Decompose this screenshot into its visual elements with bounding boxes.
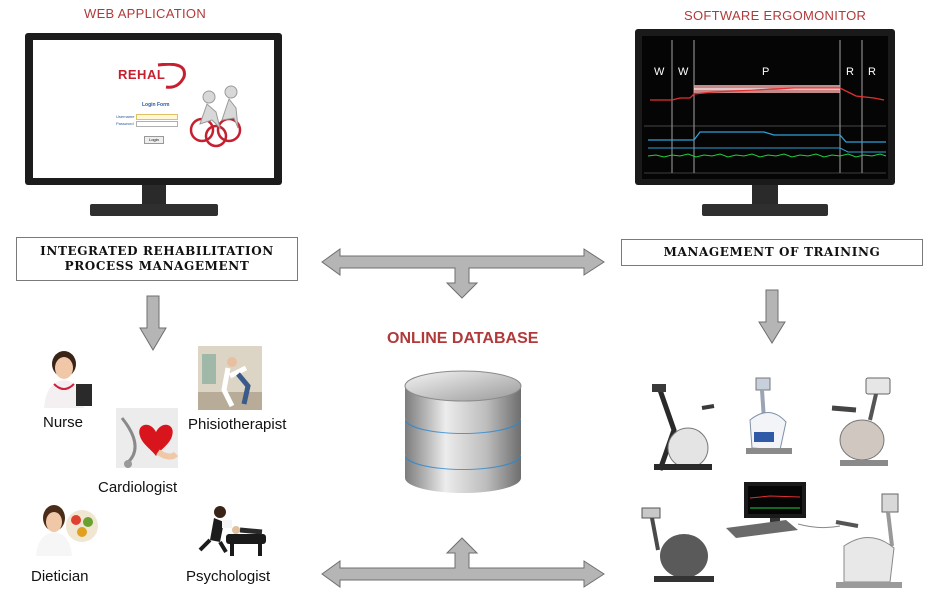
blue-series-line <box>648 131 886 143</box>
phase-label: R <box>868 66 876 78</box>
role-dietician: Dietician <box>31 568 89 585</box>
training-equipment <box>630 360 930 600</box>
ergomonitor-heading: SOFTWARE ERGOMONITOR <box>684 8 867 23</box>
web-app-monitor <box>24 32 284 220</box>
login-button[interactable]: Login <box>144 136 164 144</box>
green-series-line <box>647 153 887 158</box>
right-down-arrow <box>758 289 786 344</box>
left-down-arrow <box>139 295 167 351</box>
bottom-double-arrow <box>321 537 605 588</box>
exercise-bike-2 <box>746 377 792 454</box>
role-cardiologist: Cardiologist <box>98 479 178 496</box>
rehal-logo: REHAL <box>118 62 194 91</box>
physiotherapist-photo <box>198 346 262 410</box>
login-form-title: Login Form <box>142 102 170 108</box>
phase-label: P <box>762 66 770 78</box>
cardiologist-photo <box>116 408 179 468</box>
exercise-bike-5 <box>835 493 902 588</box>
web-app-heading: WEB APPLICATION <box>84 6 207 21</box>
phase-label: W <box>678 66 689 78</box>
phase-label: R <box>846 66 854 78</box>
exercise-bike-4 <box>641 507 714 582</box>
login-form: Login Form Username Password Login <box>112 102 184 150</box>
phase-label: W <box>654 66 665 78</box>
psychologist-photo <box>196 500 268 558</box>
dietician-photo <box>34 502 100 556</box>
online-database-title: ONLINE DATABASE <box>387 330 539 347</box>
heart-rate-line <box>650 87 885 101</box>
exercise-bike-3 <box>831 377 891 466</box>
role-nurse: Nurse <box>43 414 84 431</box>
training-management-box: MANAGEMENT OF TRAINING <box>621 239 923 266</box>
ergomonitor-monitor: W W P R R <box>634 28 896 220</box>
role-psychologist: Psychologist <box>186 568 271 585</box>
ergomonitor-pc <box>726 482 841 538</box>
top-double-arrow <box>321 248 605 299</box>
nurse-photo <box>36 350 98 408</box>
username-label: Username <box>116 114 135 119</box>
password-field[interactable] <box>136 121 178 127</box>
exercise-bike-1 <box>652 384 715 471</box>
database-icon <box>402 368 524 496</box>
role-physiotherapist: Phisiotherapist <box>188 416 287 433</box>
password-label: Password <box>116 121 134 126</box>
username-field[interactable] <box>136 114 178 120</box>
rehab-process-box: INTEGRATED REHABILITATION PROCESS MANAGE… <box>16 237 298 281</box>
